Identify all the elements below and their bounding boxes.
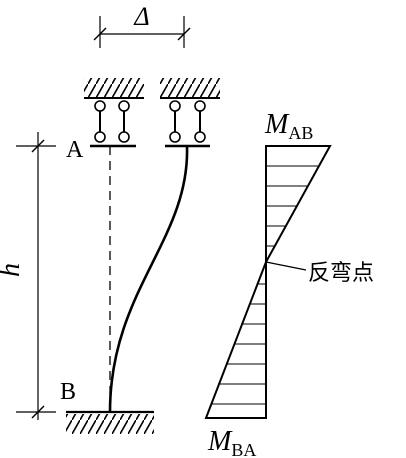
- delta-dimension: Δ: [93, 2, 191, 48]
- top-hatch-right: [160, 78, 220, 98]
- hinge-icon: [194, 131, 206, 143]
- hinge-icon: [169, 100, 181, 112]
- hinge-icon: [169, 131, 181, 143]
- height-label: h: [0, 263, 26, 277]
- top-hatch-left: [84, 78, 144, 98]
- hinge-icon: [94, 131, 106, 143]
- node-b-label: B: [60, 379, 76, 405]
- moment-top-label: MAB: [264, 109, 313, 143]
- delta-tick-right: [177, 27, 191, 41]
- hinge-icon: [94, 100, 106, 112]
- moment-hatch-top: [266, 165, 319, 247]
- bottom-hatch: [66, 414, 154, 434]
- hinge-icon: [118, 131, 130, 143]
- moment-diagram: [204, 145, 332, 419]
- height-tick-top: [31, 139, 45, 153]
- node-a-label: A: [66, 137, 84, 163]
- height-dimension: h: [0, 132, 56, 420]
- delta-tick-left: [93, 27, 107, 41]
- bottom-fixed-support: [66, 410, 154, 434]
- height-tick-bottom: [31, 405, 45, 419]
- deflected-column: [108, 145, 189, 413]
- moment-hatch-bottom: [211, 283, 266, 405]
- moment-bottom-label: MBA: [207, 426, 256, 458]
- inflection-point-label: 反弯点: [308, 261, 374, 286]
- hinge-icon: [118, 100, 130, 112]
- moment-triangle-bottom: [204, 261, 267, 419]
- top-support-original: [84, 78, 144, 148]
- inflection-leader: [265, 261, 307, 271]
- delta-label: Δ: [133, 2, 149, 31]
- moment-triangle-top: [265, 145, 332, 263]
- top-support-displaced: [160, 78, 220, 148]
- hinge-icon: [194, 100, 206, 112]
